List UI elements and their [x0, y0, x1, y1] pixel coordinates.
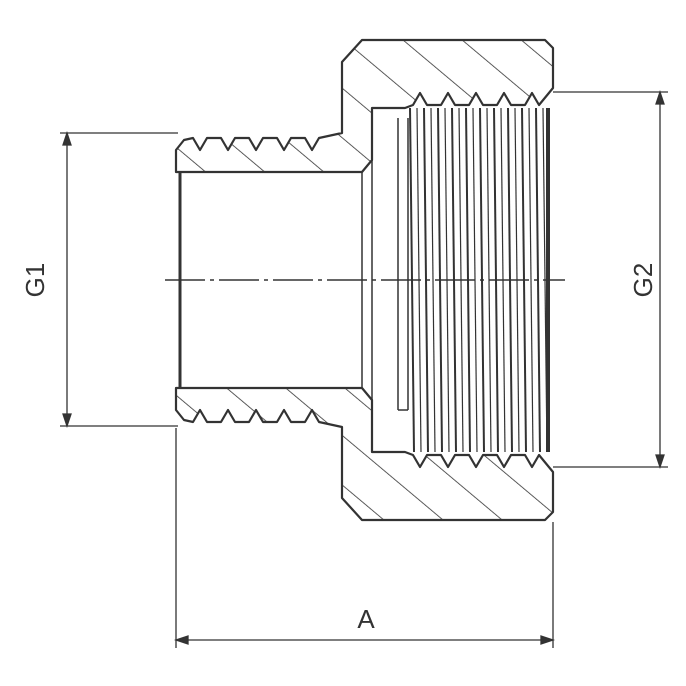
a-label: A — [357, 604, 375, 634]
g1-label: G1 — [20, 263, 50, 298]
thread-helix-line — [430, 107, 436, 453]
dimension-lines — [60, 89, 668, 648]
g2-label: G2 — [628, 263, 658, 298]
thread-helix-line — [528, 107, 534, 453]
section-top — [174, 38, 555, 174]
section-bottom — [174, 386, 555, 522]
